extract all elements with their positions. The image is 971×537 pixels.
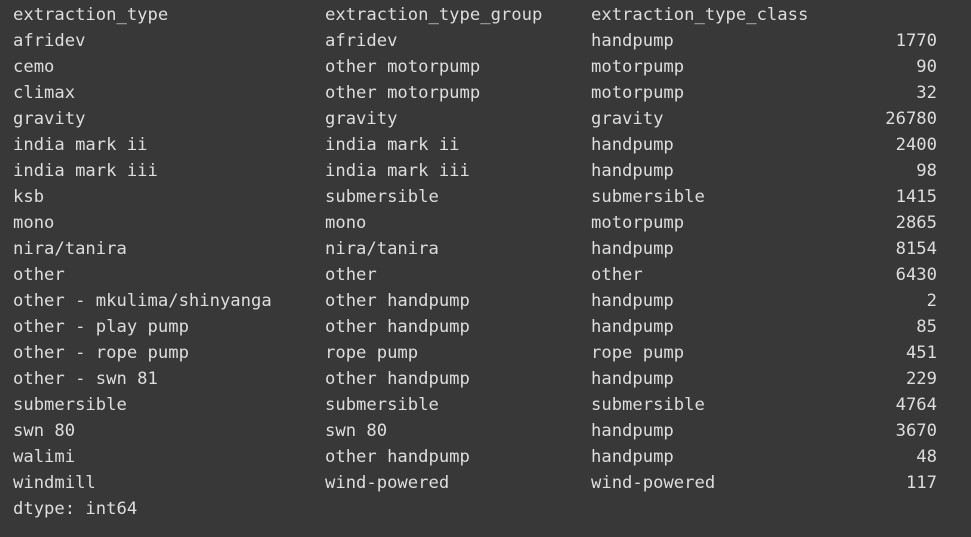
header-extraction-type: extraction_type xyxy=(13,5,169,25)
table-row: india mark ii india mark ii handpump 2400 xyxy=(13,132,953,158)
cell-extraction-type: climax xyxy=(13,83,76,103)
cell-extraction-type-class: motorpump xyxy=(591,83,685,103)
cell-extraction-type-class: rope pump xyxy=(591,343,685,363)
series-output: extraction_type extraction_type_group ex… xyxy=(13,2,953,522)
cell-extraction-type-class: submersible xyxy=(591,187,705,207)
cell-extraction-type: other - swn 81 xyxy=(13,369,158,389)
cell-extraction-type: cemo xyxy=(13,57,55,77)
cell-count: 451 xyxy=(905,343,937,363)
cell-count: 48 xyxy=(916,447,937,467)
header-row: extraction_type extraction_type_group ex… xyxy=(13,2,953,28)
cell-extraction-type-group: rope pump xyxy=(325,343,419,363)
cell-extraction-type-class: handpump xyxy=(591,135,674,155)
table-row: cemo other motorpump motorpump 90 xyxy=(13,54,953,80)
cell-extraction-type-group: india mark iii xyxy=(325,161,470,181)
cell-count: 1770 xyxy=(895,31,937,51)
cell-count: 6430 xyxy=(895,265,937,285)
cell-extraction-type-group: swn 80 xyxy=(325,421,388,441)
cell-extraction-type-group: other motorpump xyxy=(325,83,481,103)
cell-extraction-type-class: handpump xyxy=(591,239,674,259)
cell-extraction-type-class: handpump xyxy=(591,291,674,311)
cell-count: 8154 xyxy=(895,239,937,259)
cell-extraction-type: india mark ii xyxy=(13,135,148,155)
cell-count: 98 xyxy=(916,161,937,181)
table-row: other - play pump other handpump handpump 8… xyxy=(13,314,953,340)
table-row: afridev afridev handpump 1770 xyxy=(13,28,953,54)
cell-extraction-type-class: handpump xyxy=(591,369,674,389)
cell-extraction-type: other - mkulima/shinyanga xyxy=(13,291,272,311)
table-row: other - swn 81 other handpump handpump 229 xyxy=(13,366,953,392)
cell-extraction-type-group: nira/tanira xyxy=(325,239,439,259)
table-row: other - rope pump rope pump rope pump 451 xyxy=(13,340,953,366)
cell-count: 3670 xyxy=(895,421,937,441)
table-row: gravity gravity gravity 26780 xyxy=(13,106,953,132)
table-row: mono mono motorpump 2865 xyxy=(13,210,953,236)
table-row: submersible submersible submersible 4764 xyxy=(13,392,953,418)
cell-count: 85 xyxy=(916,317,937,337)
table-row: swn 80 swn 80 handpump 3670 xyxy=(13,418,953,444)
cell-extraction-type-class: motorpump xyxy=(591,213,685,233)
cell-extraction-type-group: gravity xyxy=(325,109,398,129)
header-extraction-type-class: extraction_type_class xyxy=(591,5,809,25)
cell-count: 90 xyxy=(916,57,937,77)
table-row: nira/tanira nira/tanira handpump 8154 xyxy=(13,236,953,262)
cell-extraction-type-class: motorpump xyxy=(591,57,685,77)
cell-count: 26780 xyxy=(885,109,937,129)
cell-extraction-type-group: submersible xyxy=(325,395,439,415)
cell-extraction-type-group: other handpump xyxy=(325,369,470,389)
cell-count: 117 xyxy=(905,473,937,493)
cell-count: 2865 xyxy=(895,213,937,233)
cell-extraction-type: swn 80 xyxy=(13,421,76,441)
cell-extraction-type: other - rope pump xyxy=(13,343,189,363)
cell-extraction-type: gravity xyxy=(13,109,86,129)
cell-extraction-type-class: handpump xyxy=(591,161,674,181)
table-row: other - mkulima/shinyanga other handpump h… xyxy=(13,288,953,314)
table-row: climax other motorpump motorpump 32 xyxy=(13,80,953,106)
cell-count: 4764 xyxy=(895,395,937,415)
cell-count: 2 xyxy=(926,291,937,311)
dtype-label: dtype: int64 xyxy=(13,499,138,519)
cell-extraction-type-group: other handpump xyxy=(325,291,470,311)
cell-extraction-type: ksb xyxy=(13,187,45,207)
table-row: windmill wind-powered wind-powered 117 xyxy=(13,470,953,496)
cell-extraction-type: india mark iii xyxy=(13,161,158,181)
cell-extraction-type-group: afridev xyxy=(325,31,398,51)
cell-extraction-type-group: other motorpump xyxy=(325,57,481,77)
cell-extraction-type-group: submersible xyxy=(325,187,439,207)
cell-extraction-type-group: other handpump xyxy=(325,317,470,337)
cell-extraction-type: submersible xyxy=(13,395,127,415)
cell-count: 1415 xyxy=(895,187,937,207)
table-row: other other other 6430 xyxy=(13,262,953,288)
cell-extraction-type: afridev xyxy=(13,31,86,51)
cell-extraction-type: nira/tanira xyxy=(13,239,127,259)
cell-extraction-type: other - play pump xyxy=(13,317,189,337)
cell-extraction-type: windmill xyxy=(13,473,96,493)
cell-extraction-type-class: submersible xyxy=(591,395,705,415)
table-row: india mark iii india mark iii handpump 98 xyxy=(13,158,953,184)
cell-extraction-type-group: wind-powered xyxy=(325,473,450,493)
header-extraction-type-group: extraction_type_group xyxy=(325,5,543,25)
cell-extraction-type-class: handpump xyxy=(591,31,674,51)
cell-extraction-type-group: mono xyxy=(325,213,367,233)
cell-extraction-type-class: other xyxy=(591,265,643,285)
cell-extraction-type-group: other handpump xyxy=(325,447,470,467)
cell-count: 229 xyxy=(905,369,937,389)
cell-extraction-type-class: handpump xyxy=(591,317,674,337)
cell-extraction-type-class: handpump xyxy=(591,421,674,441)
cell-count: 32 xyxy=(916,83,937,103)
cell-extraction-type: walimi xyxy=(13,447,76,467)
cell-extraction-type-group: other xyxy=(325,265,377,285)
cell-extraction-type-class: handpump xyxy=(591,447,674,467)
cell-extraction-type-class: wind-powered xyxy=(591,473,716,493)
data-rows: afridev afridev handpump 1770 cemo other moto… xyxy=(13,28,953,496)
cell-extraction-type: mono xyxy=(13,213,55,233)
cell-extraction-type: other xyxy=(13,265,65,285)
table-row: walimi other handpump handpump 48 xyxy=(13,444,953,470)
table-row: ksb submersible submersible 1415 xyxy=(13,184,953,210)
cell-extraction-type-class: gravity xyxy=(591,109,664,129)
cell-count: 2400 xyxy=(895,135,937,155)
cell-extraction-type-group: india mark ii xyxy=(325,135,460,155)
